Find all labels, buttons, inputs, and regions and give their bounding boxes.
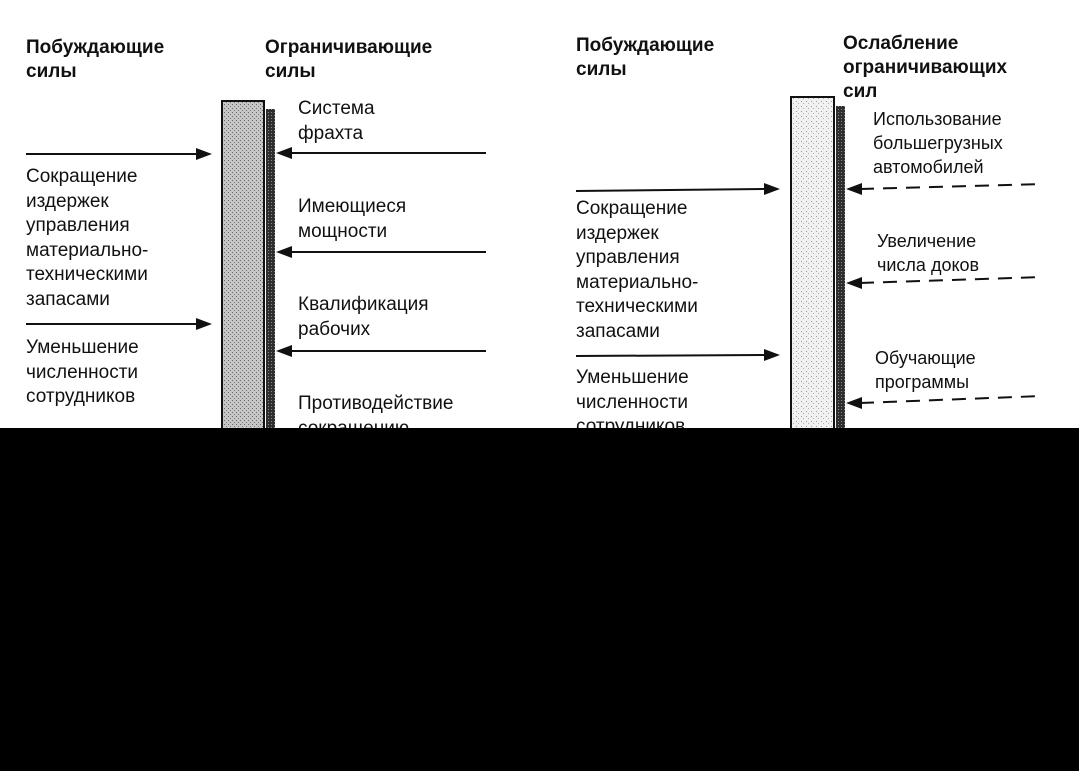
weakening-arrow-right-2 — [846, 276, 1043, 289]
right-driving-header: Побуждающие силы — [576, 35, 715, 80]
restraining-arrow-left-2 — [276, 246, 486, 258]
driving-arrow-right-1 — [575, 183, 780, 195]
left-restraining-label-2: Имеющиеся мощности — [298, 196, 407, 242]
left-restraining-label-1: Система фрахта — [298, 98, 375, 144]
left-restraining-label-4: Противодействие сокращению — [298, 393, 454, 428]
driving-arrow-left-1 — [26, 148, 212, 160]
left-driving-label-1: Сокращение издержек управления материаль… — [26, 166, 149, 310]
right-weakening-label-1: Использование большегрузных автомобилей — [873, 109, 1003, 177]
status-quo-bar-left-edge — [266, 109, 275, 428]
restraining-arrow-left-1 — [276, 147, 486, 159]
driving-arrow-right-2 — [575, 349, 780, 361]
redacted-region — [0, 428, 1079, 771]
weakening-arrow-right-1 — [846, 183, 1043, 195]
right-driving-label-2: Уменьшение численности сотрудников — [576, 367, 689, 428]
diagram-graphics — [26, 96, 1043, 428]
right-weakening-label-2: Увеличение числа доков — [877, 231, 980, 275]
restraining-arrow-left-3 — [276, 345, 486, 357]
left-restraining-label-3: Квалификация рабочих — [298, 294, 429, 340]
status-quo-bar-right — [790, 96, 835, 428]
driving-arrow-left-2 — [26, 318, 212, 330]
force-field-diagram: Побуждающие силы Ограничивающие силы Сок… — [0, 0, 1079, 428]
weakening-arrow-right-3 — [846, 395, 1043, 409]
left-restraining-header: Ограничивающие силы — [265, 37, 433, 82]
left-driving-label-2: Уменьшение численности сотрудников — [26, 337, 139, 407]
left-driving-header: Побуждающие силы — [26, 37, 165, 82]
status-quo-bar-left — [221, 100, 265, 428]
status-quo-bar-right-edge — [836, 106, 845, 428]
right-weakening-label-3: Обучающие программы — [875, 348, 976, 392]
right-weakening-header: Ослабление ограничивающих сил — [843, 33, 1008, 102]
right-driving-label-1: Сокращение издержек управления материаль… — [576, 198, 699, 342]
